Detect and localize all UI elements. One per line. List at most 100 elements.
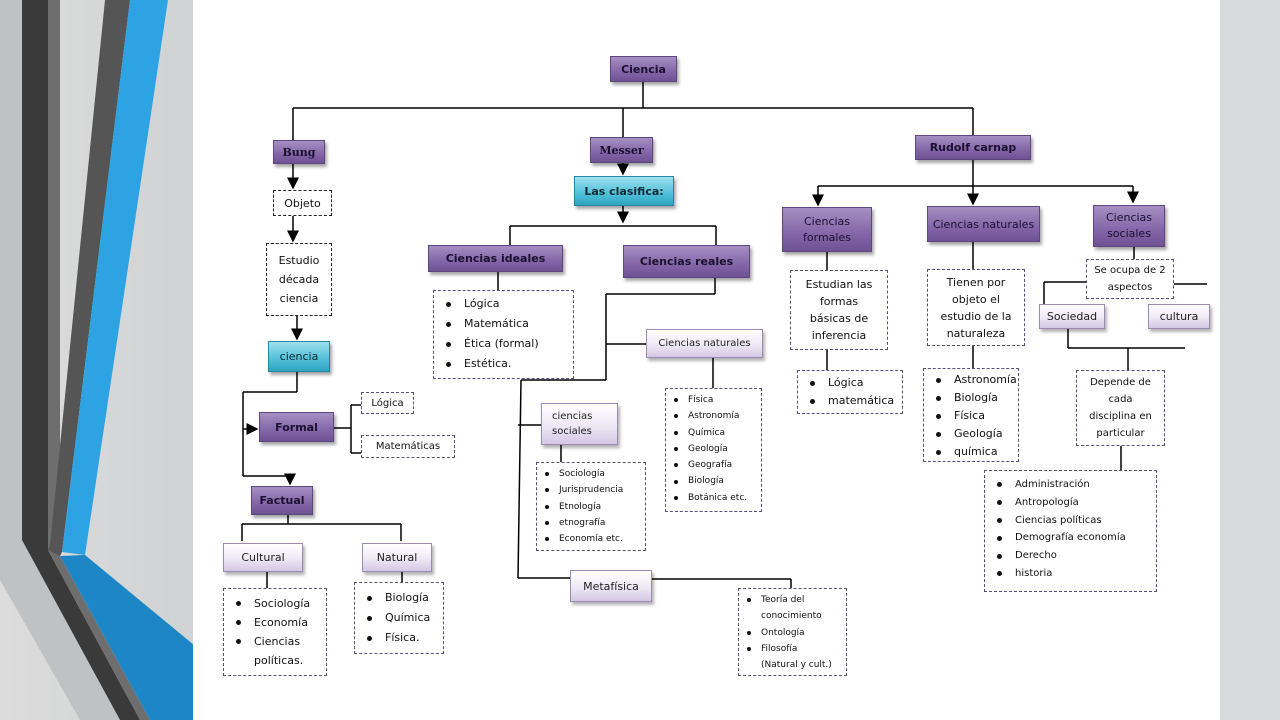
sociales-desc-box: Se ocupa de 2 aspectos bbox=[1086, 259, 1174, 299]
desc-line: objeto el bbox=[952, 292, 1000, 306]
formales-desc-box: Estudian las formas básicas de inferenci… bbox=[790, 270, 888, 350]
decorative-stripes bbox=[0, 0, 200, 720]
las-clasifica-node: Las clasifica: bbox=[574, 176, 674, 206]
list-item: Teoría del bbox=[739, 592, 846, 608]
list-item: Botánica etc. bbox=[666, 490, 761, 506]
ciencias-ideales-items-box: Lógica Matemática Ética (formal) Estétic… bbox=[433, 290, 574, 379]
reales-sociales-items-box: Sociología Jurisprudencia Etnología etno… bbox=[536, 462, 646, 551]
slide-background-right bbox=[1220, 0, 1280, 720]
estudio-line: Estudio bbox=[278, 254, 320, 267]
list-item: historia bbox=[985, 565, 1156, 583]
sociales-line-2: sociales bbox=[552, 426, 592, 437]
list-item: Ética (formal) bbox=[434, 334, 573, 354]
rudolf-carnap-node: Rudolf carnap bbox=[915, 135, 1031, 160]
list-item: Geología bbox=[924, 425, 1018, 443]
naturales-items-box: Astronomía Biología Física Geología quím… bbox=[923, 368, 1019, 462]
cultural-node: Cultural bbox=[223, 543, 303, 572]
ciencia-line: ciencia bbox=[279, 292, 319, 305]
list-item: Química bbox=[355, 608, 443, 628]
list-item: Antropología bbox=[985, 494, 1156, 512]
list-item: Estética. bbox=[434, 354, 573, 374]
list-item: Geografía bbox=[666, 457, 761, 473]
cultural-items-box: Sociología Economía Ciencias políticas. bbox=[223, 588, 327, 676]
list-item: Biología bbox=[666, 473, 761, 489]
list-item: matemática bbox=[798, 392, 902, 410]
formal-matematicas-node: Matemáticas bbox=[361, 435, 455, 458]
metafisica-node: Metafísica bbox=[570, 570, 652, 602]
list-item: Etnología bbox=[537, 499, 645, 515]
formal-logica-node: Lógica bbox=[361, 392, 414, 414]
sociales-line-2: sociales bbox=[1107, 227, 1151, 240]
list-item: Economía bbox=[224, 613, 326, 632]
ciencias-ideales-node: Ciencias ideales bbox=[428, 245, 563, 272]
list-item: Sociología bbox=[537, 466, 645, 482]
reales-naturales-items-box: Física Astronomía Química Geología Geogr… bbox=[665, 388, 762, 512]
desc-line: Se ocupa de 2 bbox=[1094, 265, 1166, 276]
desc-line: Tienen por bbox=[946, 275, 1006, 289]
list-item: Geología bbox=[666, 441, 761, 457]
naturales-desc-box: Tienen por objeto el estudio de la natur… bbox=[927, 269, 1025, 346]
list-item: Física. bbox=[355, 628, 443, 648]
reales-ciencias-sociales-node: ciencias sociales bbox=[541, 403, 618, 445]
desc-line: disciplina en bbox=[1089, 411, 1152, 422]
list-item: Ciencias bbox=[224, 632, 326, 651]
list-item: Biología bbox=[355, 588, 443, 608]
desc-line: estudio de la bbox=[940, 309, 1012, 323]
formal-node: Formal bbox=[259, 412, 334, 442]
desc-line: básicas de bbox=[809, 312, 869, 325]
list-item: Derecho bbox=[985, 547, 1156, 565]
desc-line: Estudian las bbox=[805, 278, 873, 291]
estudio-decada-ciencia-node: Estudio década ciencia bbox=[266, 243, 332, 316]
desc-line: formas bbox=[819, 295, 859, 308]
desc-line: Depende de bbox=[1090, 377, 1151, 388]
factual-node: Factual bbox=[251, 486, 313, 515]
objeto-node: Objeto bbox=[273, 190, 332, 216]
list-item: Biología bbox=[924, 389, 1018, 407]
list-item-continuation: conocimiento bbox=[761, 611, 822, 622]
list-item: Matemática bbox=[434, 314, 573, 334]
connector-lines bbox=[241, 82, 1207, 588]
list-item: Astronomía bbox=[924, 371, 1018, 389]
list-item: etnografía bbox=[537, 515, 645, 531]
list-item: Demografía economía bbox=[985, 529, 1156, 547]
sociales-line-1: ciencias bbox=[552, 411, 593, 422]
list-item: Economía etc. bbox=[537, 531, 645, 547]
ciencias-sociales-node: Ciencias sociales bbox=[1093, 205, 1165, 247]
list-item: Ciencias políticas bbox=[985, 512, 1156, 530]
ciencia-node: Ciencia bbox=[610, 56, 677, 82]
list-item: Jurisprudencia bbox=[537, 482, 645, 498]
messer-node: Messer bbox=[590, 137, 653, 163]
ciencias-naturales-node: Ciencias naturales bbox=[927, 206, 1040, 242]
formales-line-2: formales bbox=[803, 230, 851, 244]
cultura-node: cultura bbox=[1148, 304, 1210, 329]
natural-node: Natural bbox=[362, 543, 432, 572]
natural-items-box: Biología Química Física. bbox=[354, 582, 444, 654]
desc-line: naturaleza bbox=[946, 326, 1006, 340]
formales-items-box: Lógica matemática bbox=[797, 370, 903, 414]
depende-box: Depende de cada disciplina en particular bbox=[1076, 370, 1165, 446]
list-item-continuation: (Natural y cult.) bbox=[761, 660, 832, 671]
sociales-line-1: Ciencias bbox=[1105, 211, 1153, 224]
sociedad-node: Sociedad bbox=[1039, 304, 1105, 329]
ciencias-formales-node: Ciencias formales bbox=[782, 207, 872, 252]
decada-line: década bbox=[278, 273, 320, 286]
ciencia-lower-node: ciencia bbox=[268, 341, 330, 372]
metafisica-items-box: Teoría del conocimiento Ontología Filoso… bbox=[738, 588, 847, 676]
formales-line-1: Ciencias bbox=[803, 214, 851, 228]
list-item: Administración bbox=[985, 476, 1156, 494]
ciencias-reales-node: Ciencias reales bbox=[623, 245, 750, 278]
desc-line: cada bbox=[1108, 394, 1133, 405]
list-item: Física bbox=[666, 392, 761, 408]
list-item: Química bbox=[666, 425, 761, 441]
list-item: química bbox=[924, 443, 1018, 461]
list-item: Astronomía bbox=[666, 408, 761, 424]
list-item: Lógica bbox=[798, 374, 902, 392]
list-item: Lógica bbox=[434, 294, 573, 314]
list-item: Física bbox=[924, 407, 1018, 425]
desc-line: aspectos bbox=[1107, 282, 1153, 293]
concept-map-canvas: Ciencia Bung Messer Rudolf carnap Objeto… bbox=[193, 0, 1220, 720]
list-item-continuation: políticas. bbox=[254, 654, 304, 667]
list-item: Ontología bbox=[739, 625, 846, 641]
desc-line: inferencia bbox=[811, 329, 867, 342]
reales-ciencias-naturales-node: Ciencias naturales bbox=[646, 329, 763, 358]
